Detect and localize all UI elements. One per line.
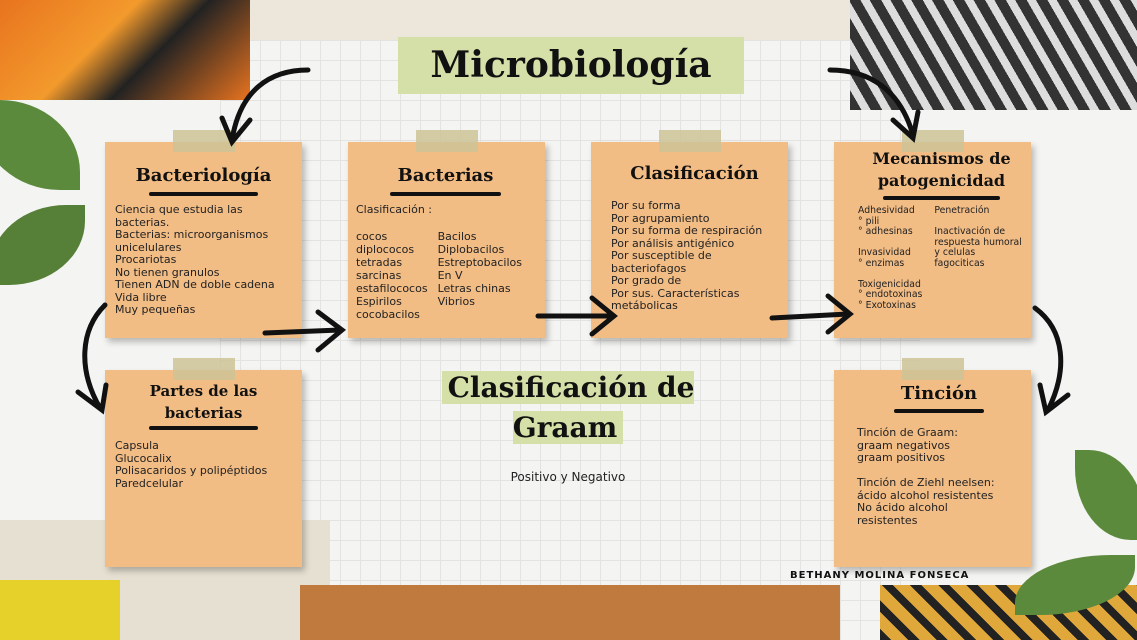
underline [893,409,985,413]
arrow-icon [1032,305,1071,417]
tape [901,130,964,152]
underline [148,192,259,196]
card-partes: Partes de las bacterias Capsula Glucocal… [105,358,302,567]
card-body: Capsula Glucocalix Polisacaridos y polip… [115,439,268,490]
card-clasificacion: Clasificación Por su forma Por agrupamie… [591,130,788,338]
column-mecanismos-1: Adhesividad ° pili ° adhesinas Invasivid… [858,205,923,311]
tape [901,358,964,380]
graam-subtitle: Positivo y Negativo [510,470,626,484]
page-title: Microbiología [398,37,744,94]
card-body: Tinción de Graam: graam negativos graam … [857,426,995,527]
arrow-icon [262,309,347,353]
underline [148,426,259,430]
card-body: Por su forma Por agrupamiento Por su for… [611,199,763,312]
tape [415,130,478,152]
arrow-icon [535,295,618,337]
card-title: Bacteriología [135,165,272,186]
arrow-icon [75,302,109,415]
giraffe-decoration [300,585,840,640]
card-bacterias: Bacterias Clasificación : cocos diplococ… [348,130,545,338]
graam-heading: Clasificación de Graam [433,368,703,448]
arrow-icon [827,67,921,143]
card-title: Partes de las bacterias [149,382,258,422]
zebra-decoration [850,0,1137,110]
card-title: Bacterias [397,165,494,186]
card-bacteriologia: Bacteriología Ciencia que estudia las ba… [105,130,302,338]
book-page-decoration [250,0,850,40]
underline [883,196,1000,200]
underline [390,192,501,196]
tape [658,130,721,152]
arrow-icon [769,293,854,335]
card-tincion: Tinción Tinción de Graam: graam negativo… [834,358,1031,567]
tape [172,130,235,152]
orange-pattern-decoration [0,0,250,100]
grid-background [220,0,920,640]
tape [172,358,235,380]
arrow-icon [219,67,311,147]
column-mecanismos-2: Penetración Inactivación de respuesta hu… [934,205,1022,269]
author-name: BETHANY MOLINA FONSECA [790,570,970,581]
column-bacilos: Bacilos Diplobacilos Estreptobacilos En … [437,229,522,308]
card-label: Clasificación : [356,203,432,216]
yellow-pattern-decoration [0,580,120,640]
card-title: Clasificación [630,163,759,184]
card-mecanismos: Mecanismos de patogenicidad Adhesividad … [834,130,1031,338]
card-body: Ciencia que estudia las bacterias. Bacte… [115,203,275,316]
card-title: Tinción [900,383,978,404]
column-cocos: cocos diplococos tetradas sarcinas estaf… [356,229,428,321]
card-title: Mecanismos de patogenicidad [872,149,1011,190]
